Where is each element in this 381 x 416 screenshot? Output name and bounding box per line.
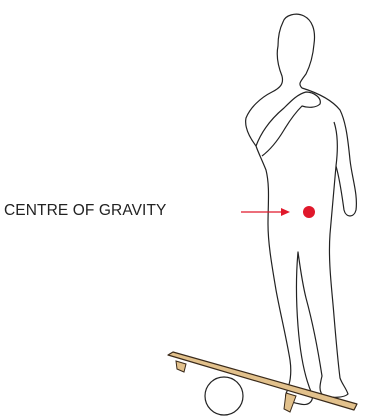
centre-of-gravity-label: CENTRE OF GRAVITY: [4, 202, 166, 220]
centre-of-gravity-dot: [303, 206, 315, 218]
board-stopper-left: [176, 361, 186, 372]
person-outline: [246, 14, 357, 404]
roller-cylinder: [205, 377, 243, 415]
